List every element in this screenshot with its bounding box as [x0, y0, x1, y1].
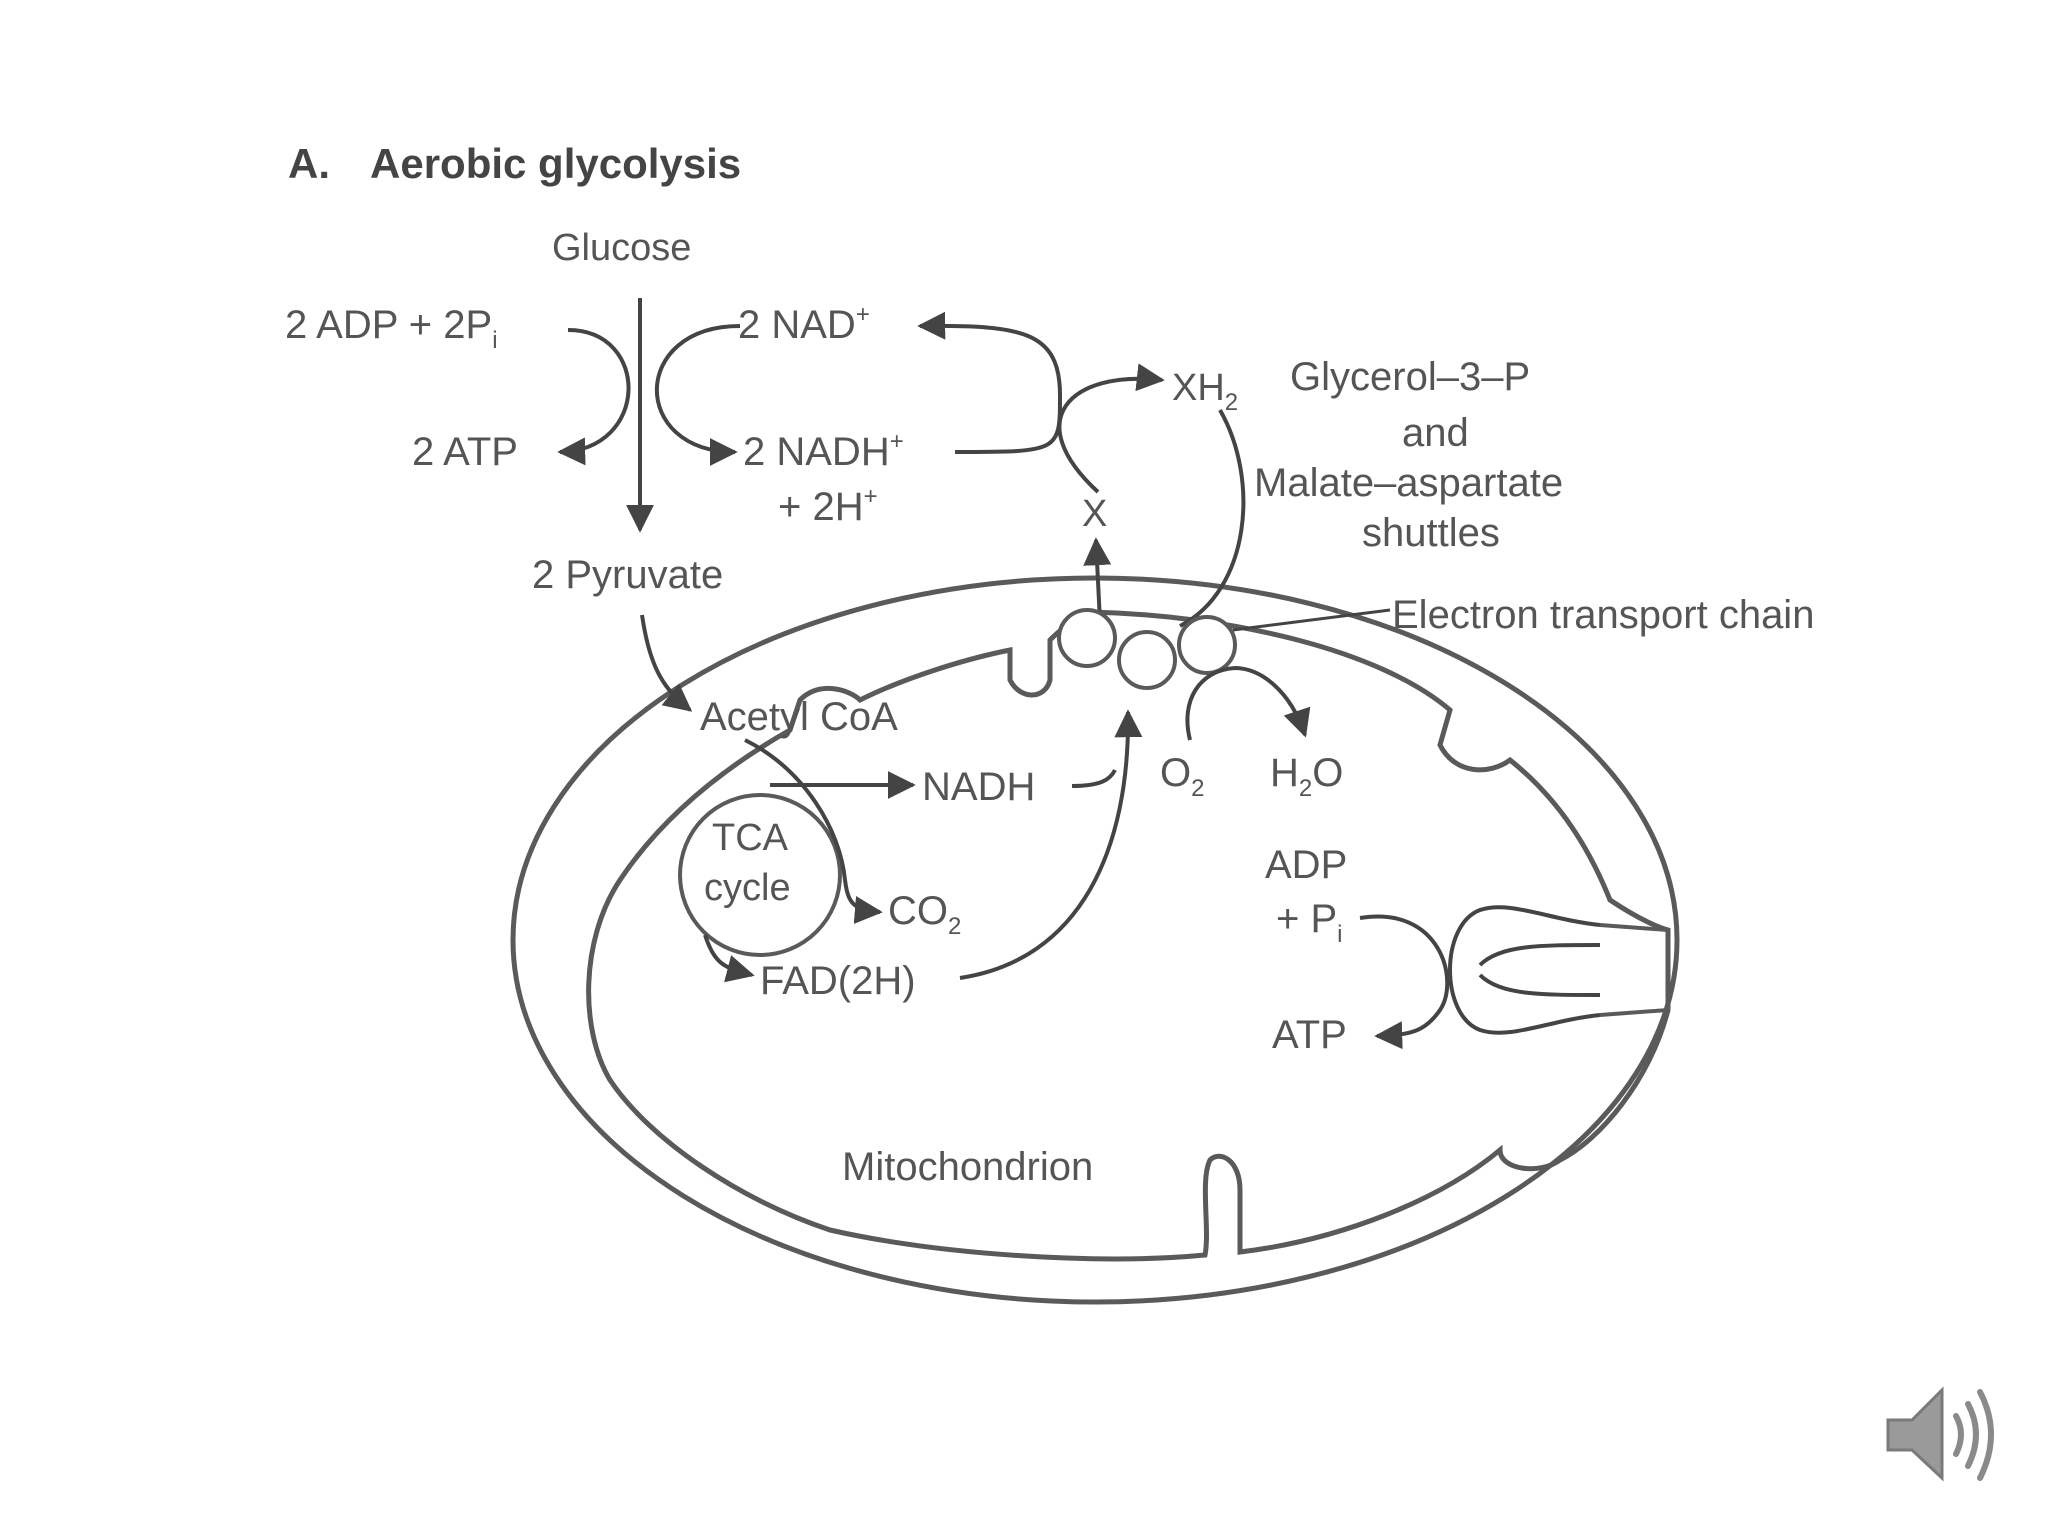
- adp-pi-label: 2 ADP + 2Pi: [285, 303, 498, 354]
- o2-label: O2: [1160, 751, 1204, 802]
- cycle-label: cycle: [704, 867, 791, 909]
- etc-complex-2: [1117, 630, 1177, 690]
- fad-label: FAD(2H): [760, 959, 916, 1003]
- co2-label: CO2: [888, 889, 961, 940]
- protons-label: + 2H+: [778, 483, 878, 529]
- tca-label: TCA: [712, 817, 789, 859]
- tca-to-fad-arrow: [703, 934, 755, 983]
- nadh-mito-label: NADH: [922, 765, 1035, 809]
- figure-title-letter: A.: [288, 140, 330, 187]
- mitochondrion-outer-membrane: [510, 575, 1680, 1305]
- shuttle-line-2: and: [1402, 411, 1469, 455]
- etc-label-leader: [1232, 608, 1391, 632]
- adp-to-atp-arrow: [557, 328, 631, 466]
- acetylcoa-into-tca-arrow: [744, 738, 883, 924]
- xh2-to-etc-line: [1179, 409, 1246, 628]
- xh2-label: XH2: [1172, 367, 1238, 416]
- figure-title: Aerobic glycolysis: [370, 140, 741, 187]
- o2-to-h2o-arrow: [1185, 665, 1311, 741]
- shuttle-line-3: Malate–aspartate: [1254, 461, 1563, 505]
- atp-synthase-membrane: [1599, 923, 1669, 1017]
- adp-mito-label: ADP: [1265, 843, 1347, 887]
- shuttle-loop-left: [917, 311, 1063, 454]
- shuttle-line-1: Glycerol–3–P: [1290, 355, 1530, 399]
- speaker-volume-icon[interactable]: [1880, 1370, 2010, 1500]
- x-label: X: [1082, 493, 1107, 535]
- speaker-button[interactable]: [1880, 1370, 2010, 1500]
- tca-cycle-circle: [678, 793, 842, 957]
- nadh-to-etc-line: [1071, 769, 1117, 788]
- mitochondrion-inner-membrane: [586, 609, 1671, 1262]
- fad-to-etc-arrow: [959, 709, 1143, 980]
- etc-complex-1: [1057, 608, 1117, 668]
- atp-mito-label: ATP: [1272, 1013, 1347, 1057]
- h2o-label: H2O: [1270, 751, 1343, 802]
- nad-to-nadh-arrow: [654, 324, 741, 466]
- atp-product-label: 2 ATP: [412, 430, 518, 474]
- mitochondrion-label: Mitochondrion: [842, 1145, 1093, 1189]
- shuttle-line-4: shuttles: [1362, 511, 1500, 555]
- adp-to-atp-mito-arrow: [1359, 914, 1450, 1050]
- etc-complex-3: [1177, 615, 1237, 675]
- nad-label: 2 NAD+: [738, 301, 870, 347]
- atp-synthase: [1448, 905, 1601, 1035]
- pyruvate-to-acetylcoa-arrow: [640, 614, 693, 712]
- x-to-xh2-arrow: [1057, 363, 1165, 494]
- glucose-label: Glucose: [552, 227, 691, 269]
- pi-label: + Pi: [1276, 897, 1343, 948]
- etc-label: Electron transport chain: [1392, 593, 1814, 637]
- pyruvate-label: 2 Pyruvate: [532, 553, 723, 597]
- acetyl-coa-label: Acetyl CoA: [700, 695, 898, 739]
- nadh-label: 2 NADH+: [743, 428, 904, 474]
- etc-to-x-arrow: [1083, 537, 1112, 623]
